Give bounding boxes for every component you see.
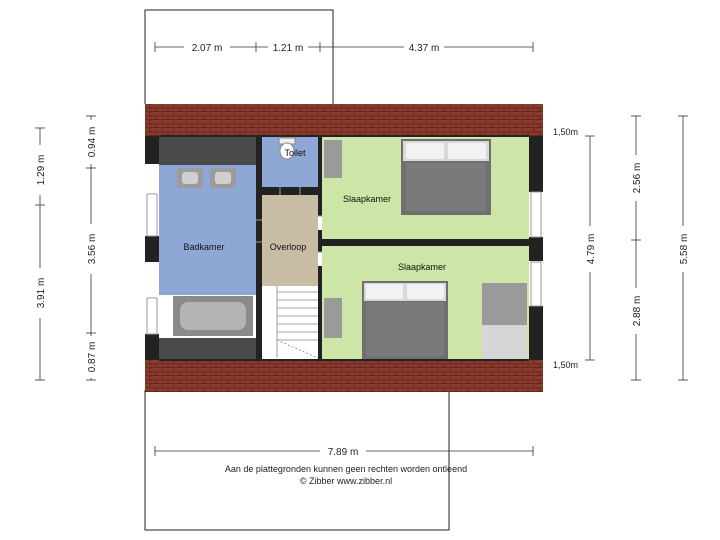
dim-top-left: 2.07 m xyxy=(192,43,223,54)
dim-right-outer: 5.58 m xyxy=(679,234,690,265)
dim-right-bottom: 2.88 m xyxy=(632,296,643,327)
sink-right xyxy=(210,168,236,188)
roof-top xyxy=(145,104,543,136)
dim-left-inner-mid: 3.56 m xyxy=(87,234,98,265)
bathtub xyxy=(173,296,253,336)
dim-bottom: 7.89 m xyxy=(328,447,359,458)
room-label-slaapkamer-top: Slaapkamer xyxy=(343,194,391,204)
door-openings xyxy=(256,187,322,253)
height-marker-top: 1,50m xyxy=(553,127,578,137)
height-marker-bottom: 1,50m xyxy=(553,360,578,370)
room-label-overloop: Overloop xyxy=(270,242,307,252)
bed-bottom xyxy=(362,281,448,359)
roof-bottom xyxy=(145,360,543,392)
dim-left-inner-top: 0.94 m xyxy=(87,127,98,158)
landing-floor xyxy=(262,195,318,286)
staircase xyxy=(276,286,319,359)
desk-chair-bottom xyxy=(482,283,527,359)
dim-right-inner: 4.79 m xyxy=(586,234,597,265)
footer-copyright: © Zibber www.zibber.nl xyxy=(300,476,392,486)
walls xyxy=(145,135,543,361)
stair-area xyxy=(262,286,318,358)
site-outline xyxy=(144,9,450,531)
dim-top-right: 4.37 m xyxy=(409,43,440,54)
windows xyxy=(146,191,542,335)
room-label-toilet: Toilet xyxy=(284,148,306,158)
dim-left-top: 1.29 m xyxy=(36,155,47,186)
bathroom-kneewall-bottom xyxy=(159,338,256,360)
dim-left-inner-bottom: 0.87 m xyxy=(87,342,98,373)
dim-left-outer: 3.91 m xyxy=(36,278,47,309)
sink-left xyxy=(177,168,203,188)
dim-right-top: 2.56 m xyxy=(632,163,643,194)
bed-top xyxy=(401,139,491,215)
desk-bottom xyxy=(324,298,342,338)
footer-disclaimer: Aan de plattegronden kunnen geen rechten… xyxy=(225,464,467,474)
bathroom-floor xyxy=(159,165,256,295)
room-label-badkamer: Badkamer xyxy=(183,242,224,252)
toilet-bowl xyxy=(278,137,296,160)
dim-top-mid: 1.21 m xyxy=(273,43,304,54)
bathroom-kneewall-top xyxy=(159,137,256,165)
room-label-slaapkamer-bottom: Slaapkamer xyxy=(398,262,446,272)
nightstand-top xyxy=(324,140,342,178)
